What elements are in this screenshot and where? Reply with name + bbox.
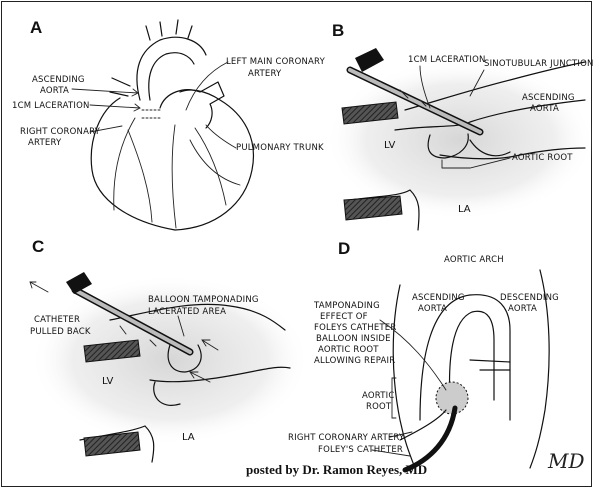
label-aortic-arch: AORTIC ARCH xyxy=(444,255,504,265)
signature: MD xyxy=(547,449,585,473)
label-catheter-pulled-back: CATHETER xyxy=(34,315,80,325)
label-ascending-aorta: ASCENDING xyxy=(32,75,85,85)
svg-text:PULLED BACK: PULLED BACK xyxy=(30,327,91,337)
svg-text:LACERATED AREA: LACERATED AREA xyxy=(148,307,226,317)
panel-b-letter: B xyxy=(332,21,344,40)
label-b-lv: LV xyxy=(384,140,395,151)
label-b-ascending-aorta: ASCENDING xyxy=(522,93,575,103)
svg-text:ROOT: ROOT xyxy=(366,402,392,412)
svg-text:ALLOWING REPAIR: ALLOWING REPAIR xyxy=(314,356,395,366)
panel-a: A ASCENDING AORTA 1CM LACERATION LEFT MA… xyxy=(12,18,326,231)
credit-line: posted by Dr. Ramon Reyes, MD xyxy=(246,462,427,477)
label-balloon-tamponading: BALLOON TAMPONADING xyxy=(148,295,259,305)
svg-text:BALLOON INSIDE: BALLOON INSIDE xyxy=(316,334,391,344)
panel-d-letter: D xyxy=(338,239,350,258)
label-d-ascending-aorta: ASCENDING xyxy=(412,293,465,303)
label-b-la: LA xyxy=(458,204,471,215)
svg-text:ARTERY: ARTERY xyxy=(248,69,282,79)
label-tamponading-effect: TAMPONADING xyxy=(313,301,380,311)
label-sinotubular-junction: SINOTUBULAR JUNCTION xyxy=(484,59,594,69)
svg-text:EFFECT OF: EFFECT OF xyxy=(320,312,368,322)
svg-text:AORTIC ROOT: AORTIC ROOT xyxy=(318,345,379,355)
svg-text:FOLEYS CATHETER: FOLEYS CATHETER xyxy=(314,323,397,333)
label-right-coronary: RIGHT CORONARY xyxy=(20,127,101,137)
label-c-lv: LV xyxy=(102,376,113,387)
heart-outline xyxy=(90,89,254,231)
foley-catheter xyxy=(402,405,458,473)
label-c-la: LA xyxy=(182,432,195,443)
svg-text:AORTA: AORTA xyxy=(508,304,537,314)
aortic-arch xyxy=(136,36,207,101)
label-left-main-coronary: LEFT MAIN CORONARY xyxy=(226,57,326,67)
label-aortic-root: AORTIC ROOT xyxy=(512,153,573,163)
pulmonary-trunk xyxy=(159,81,225,129)
label-d-descending-aorta: DESCENDING xyxy=(500,293,559,303)
panel-c-letter: C xyxy=(32,237,44,256)
label-b-laceration: 1CM LACERATION xyxy=(408,55,486,65)
svg-text:AORTA: AORTA xyxy=(40,86,69,96)
svg-text:ARTERY: ARTERY xyxy=(28,138,62,148)
panel-a-letter: A xyxy=(30,18,42,37)
svg-text:AORTA: AORTA xyxy=(418,304,447,314)
label-laceration: 1CM LACERATION xyxy=(12,101,90,111)
label-pulmonary-trunk: PULMONARY TRUNK xyxy=(236,143,324,153)
svg-text:AORTA: AORTA xyxy=(530,104,559,114)
label-d-aortic-root: AORTIC xyxy=(362,391,394,401)
label-foleys-catheter: FOLEY'S CATHETER xyxy=(318,445,403,455)
right-coronary-vessel xyxy=(113,117,136,211)
panel-b: B 1CM LACERATION SINOTUBULAR JUNCTION AS… xyxy=(325,21,595,231)
panel-c: C BALLOON TAMPONADING LACERATED AREA CAT… xyxy=(29,237,310,463)
catheter-handle-b xyxy=(355,48,384,72)
label-d-right-coronary: RIGHT CORONARY ARTERY xyxy=(288,433,405,443)
panel-d: D AORTIC ARCH ASCENDING AORTA DESCENDING… xyxy=(288,239,585,473)
